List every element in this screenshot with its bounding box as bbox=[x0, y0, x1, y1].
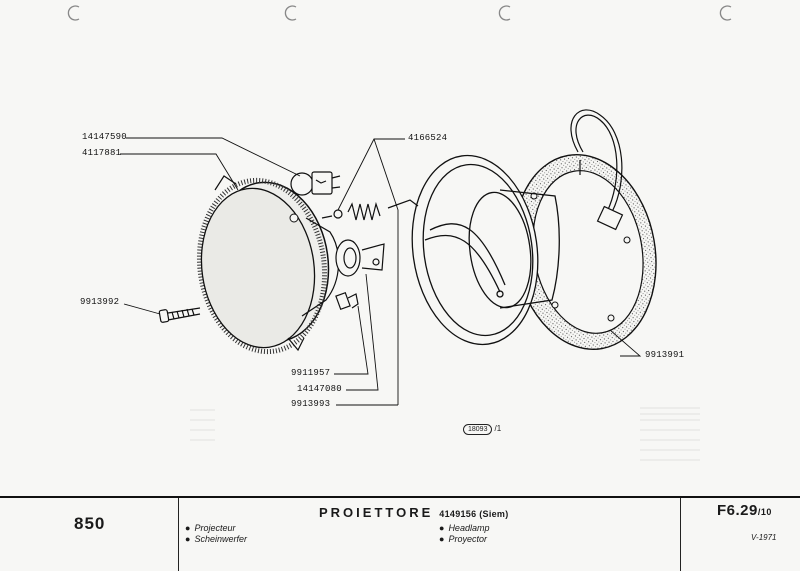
part-title-row: PROIETTORE 4149156 (Siem) bbox=[319, 504, 509, 522]
faint-marks bbox=[190, 407, 700, 461]
reference-suffix: /1 bbox=[494, 424, 502, 433]
reference-code: 18093 bbox=[463, 424, 493, 435]
callout-9911957: 9911957 bbox=[291, 368, 331, 378]
model-number: 850 bbox=[74, 514, 106, 533]
divider bbox=[680, 498, 681, 571]
adjuster-spring bbox=[321, 199, 419, 221]
sheet-code: F6.29 bbox=[717, 502, 758, 519]
mounting-screw bbox=[158, 307, 201, 323]
callout-4117881: 4117881 bbox=[82, 148, 122, 158]
part-title: PROIETTORE bbox=[319, 505, 434, 520]
description-cell: PROIETTORE 4149156 (Siem) ●Projecteur ●Sc… bbox=[179, 498, 679, 571]
sheet-code-sub: /10 bbox=[757, 507, 772, 517]
binder-hole-icon bbox=[284, 5, 297, 21]
binder-hole-icon bbox=[719, 5, 732, 21]
model-cell: 850 bbox=[0, 498, 178, 571]
binder-hole-icon bbox=[498, 5, 511, 21]
callout-4166524: 4166524 bbox=[408, 133, 448, 143]
wiring-loop bbox=[570, 109, 624, 231]
part-number: 4149156 (Siem) bbox=[439, 509, 509, 519]
headlamp-housing bbox=[411, 154, 560, 346]
translations-left: ●Projecteur ●Scheinwerfer bbox=[185, 523, 247, 545]
translation-es: ●Proyector bbox=[439, 534, 487, 544]
translation-de: ●Scheinwerfer bbox=[185, 534, 247, 544]
translations-right: ●Headlamp ●Proyector bbox=[439, 523, 489, 545]
translation-en: ●Headlamp bbox=[439, 523, 490, 533]
callout-9913992: 9913992 bbox=[80, 297, 120, 307]
callout-9913991: 9913991 bbox=[645, 350, 685, 360]
title-block: 850 PROIETTORE 4149156 (Siem) ●Projecteur… bbox=[0, 496, 800, 571]
bulb bbox=[290, 171, 341, 196]
binder-hole-icon bbox=[67, 5, 80, 21]
bulb-holder bbox=[335, 239, 385, 277]
callout-14147080: 14147080 bbox=[297, 384, 342, 394]
callout-14147590: 14147590 bbox=[82, 132, 127, 142]
retaining-clip bbox=[335, 291, 359, 311]
code-cell: F6.29/10 V-1971 bbox=[681, 498, 800, 571]
exploded-diagram bbox=[120, 109, 700, 461]
divider bbox=[178, 498, 179, 571]
translation-fr: ●Projecteur bbox=[185, 523, 236, 533]
sheet-date: V-1971 bbox=[751, 533, 777, 542]
sheet-code-row: F6.29/10 bbox=[717, 502, 772, 519]
leader-lines bbox=[120, 137, 642, 406]
callout-9913993: 9913993 bbox=[291, 399, 331, 409]
sealed-beam-lamp bbox=[196, 175, 340, 355]
drawing-reference: 18093/1 bbox=[463, 424, 501, 435]
